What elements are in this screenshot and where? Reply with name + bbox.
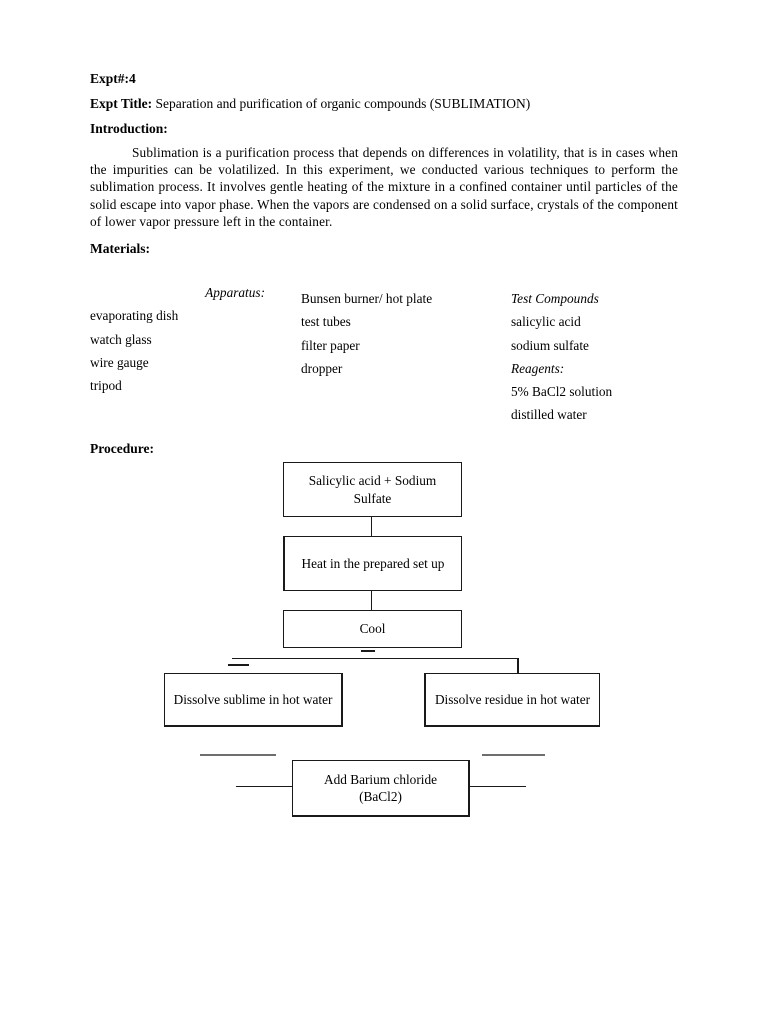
- materials-column-equipment: Bunsen burner/ hot plate test tubes filt…: [301, 287, 432, 380]
- materials-column-apparatus: Apparatus: evaporating dish watch glass …: [90, 281, 265, 397]
- experiment-title-line: Expt Title: Separation and purification …: [90, 95, 530, 112]
- test-compounds-heading: Test Compounds: [511, 291, 599, 306]
- list-item: tripod: [90, 378, 122, 394]
- reagents-heading: Reagents:: [511, 360, 565, 376]
- introduction-paragraph: Sublimation is a purification process th…: [90, 145, 678, 229]
- flowchart-node-start: Salicylic acid + Sodium Sulfate: [283, 462, 462, 517]
- list-item: evaporating dish: [90, 308, 179, 324]
- connector-left-to-bacl2-lower: [236, 786, 292, 788]
- list-item: 5% BaCl2 solution: [511, 384, 613, 400]
- node-label: Cool: [359, 621, 386, 637]
- introduction-heading: Introduction:: [90, 121, 168, 136]
- flowchart-node-cool: Cool: [283, 610, 462, 648]
- list-item: dropper: [301, 360, 343, 376]
- experiment-title-text: Separation and purification of organic c…: [155, 96, 531, 111]
- apparatus-heading: Apparatus:: [205, 285, 265, 300]
- flowchart-node-dissolve-sublime: Dissolve sublime in hot water: [164, 673, 343, 727]
- node-label: Add Barium chloride (BaCl2): [324, 771, 437, 805]
- connector-branch-to-left-stub: [228, 664, 249, 666]
- materials-heading: Materials:: [90, 241, 150, 256]
- list-item: wire gauge: [90, 354, 149, 370]
- connector-right-to-bacl2-upper: [482, 754, 545, 756]
- connector-branch-to-right: [517, 658, 519, 673]
- list-item: Bunsen burner/ hot plate: [301, 291, 433, 306]
- list-item: watch glass: [90, 331, 152, 347]
- connector-cool-stub: [361, 650, 375, 652]
- node-label: Dissolve residue in hot water: [434, 691, 591, 707]
- connector-branch-bar: [232, 658, 519, 660]
- connector-right-to-bacl2-lower: [470, 786, 526, 788]
- materials-column-compounds: Test Compounds salicylic acid sodium sul…: [511, 287, 612, 427]
- procedure-heading: Procedure:: [90, 441, 154, 456]
- flowchart-node-dissolve-residue: Dissolve residue in hot water: [424, 673, 600, 727]
- connector-start-to-heat: [371, 517, 373, 536]
- connector-heat-to-cool: [371, 591, 373, 610]
- connector-left-to-bacl2-upper: [200, 754, 276, 756]
- experiment-title-label: Expt Title:: [90, 96, 153, 111]
- experiment-number: Expt#:4: [90, 71, 136, 86]
- node-label: Heat in the prepared set up: [301, 555, 445, 571]
- node-label: Salicylic acid + Sodium Sulfate: [308, 473, 437, 506]
- list-item: sodium sulfate: [511, 337, 589, 353]
- flowchart-node-heat: Heat in the prepared set up: [283, 536, 462, 591]
- list-item: distilled water: [511, 407, 587, 423]
- flowchart-node-add-barium-chloride: Add Barium chloride (BaCl2): [292, 760, 470, 817]
- list-item: test tubes: [301, 314, 351, 330]
- list-item: filter paper: [301, 337, 360, 353]
- node-label: Dissolve sublime in hot water: [173, 691, 333, 707]
- list-item: salicylic acid: [511, 314, 581, 330]
